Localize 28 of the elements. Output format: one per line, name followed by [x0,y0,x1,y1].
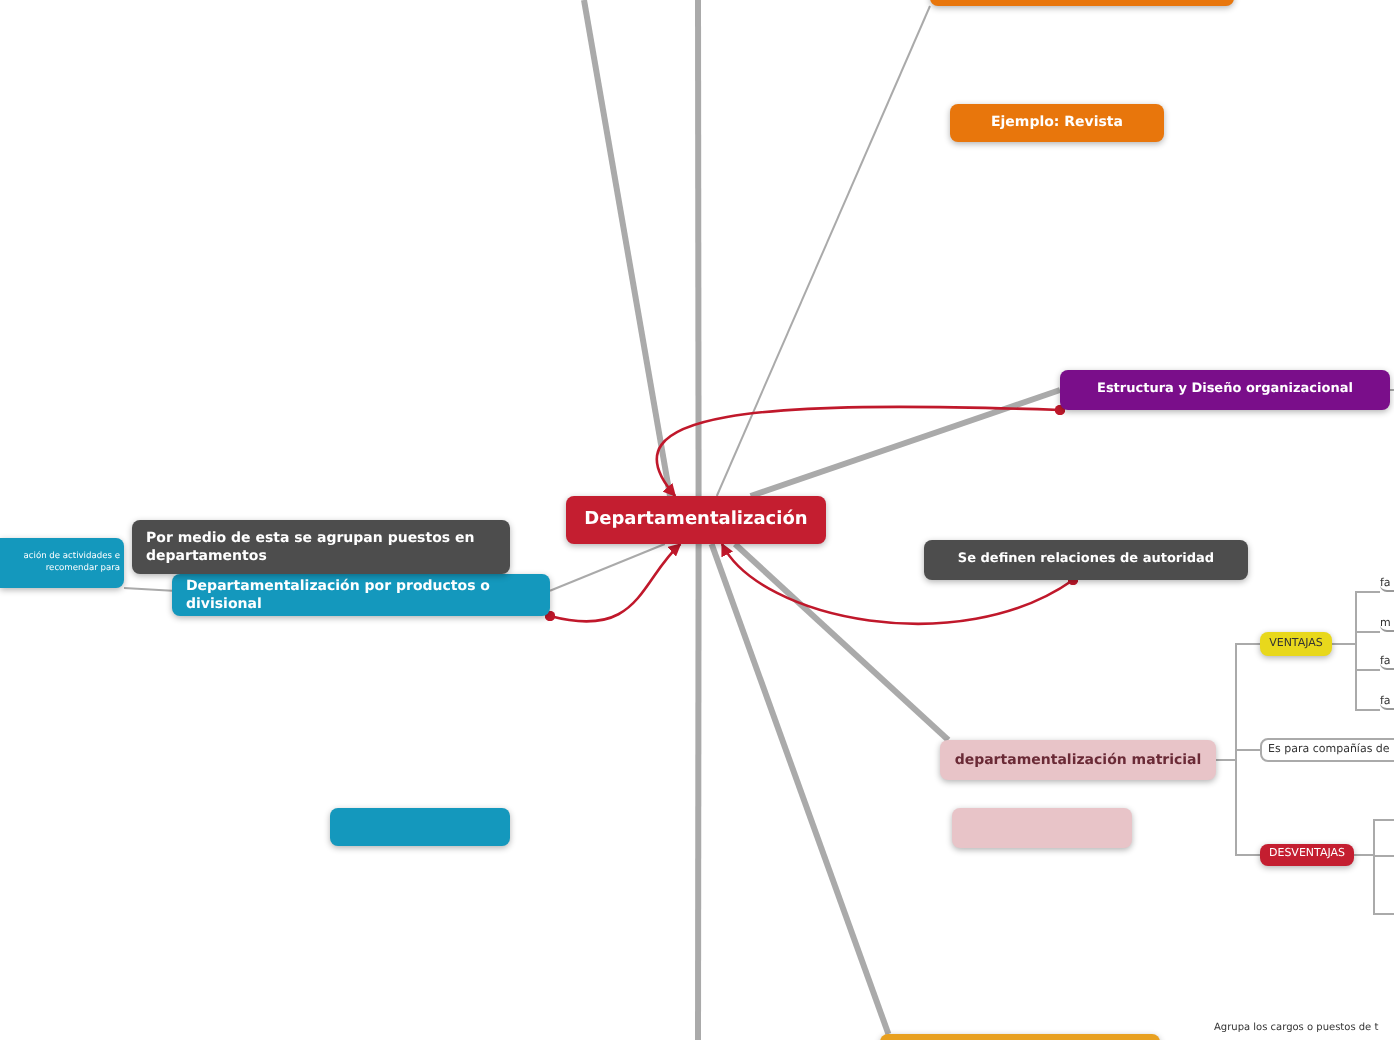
connector-line [749,387,1061,499]
connector-line [708,543,892,1035]
connector-line [549,543,666,592]
arrow [656,404,1066,498]
connector-line [1331,643,1381,711]
topic-box [952,808,1132,848]
topic-box [1060,370,1390,410]
connector-line [1215,759,1261,856]
connector-line [695,544,702,1040]
topic-text: Departamentalización [584,509,808,531]
connector-line [123,587,173,592]
arrow [544,543,682,623]
topic-box [172,574,550,616]
topic-box [0,538,124,588]
topic-box [940,740,1216,780]
connector-line [581,0,673,497]
tag-box [1260,632,1332,656]
note-box [132,520,510,574]
topic-box [924,540,1248,580]
central-topic-box [566,496,826,544]
topic-box [950,104,1164,142]
subtopic-box [1260,738,1394,762]
connector-line [715,5,931,497]
arrow [720,542,1079,625]
connector-line [695,0,702,496]
connector-line [732,541,951,743]
tag-box [1260,844,1354,866]
topic-box [330,808,510,846]
